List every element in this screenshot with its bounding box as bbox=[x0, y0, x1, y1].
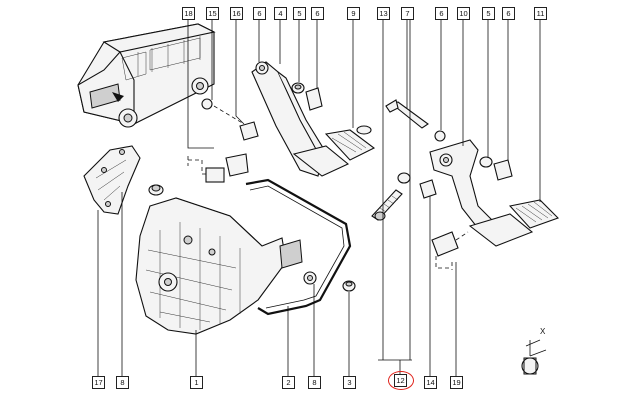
leader-lines bbox=[97, 20, 541, 376]
callout-18: 18 bbox=[182, 7, 195, 20]
callout-10: 10 bbox=[457, 7, 470, 20]
switch-part-19 bbox=[431, 231, 469, 270]
callout-4: 4 bbox=[274, 7, 287, 20]
brake-pedal-part-10 bbox=[429, 139, 560, 247]
clip-part-14 bbox=[419, 179, 437, 199]
pedal-box-housing-part-1 bbox=[135, 197, 287, 335]
spacer-parts-5-6 bbox=[291, 82, 372, 135]
switch-parts-15-16-18 bbox=[187, 98, 259, 183]
callout-7: 7 bbox=[401, 7, 414, 20]
axis-label: X bbox=[540, 327, 546, 336]
callout-2: 2 bbox=[282, 376, 295, 389]
callout-6: 6 bbox=[502, 7, 515, 20]
highlight-ring bbox=[388, 371, 414, 390]
bracket-part-17 bbox=[83, 145, 141, 215]
callout-6: 6 bbox=[435, 7, 448, 20]
callout-16: 16 bbox=[230, 7, 243, 20]
callout-11: 11 bbox=[534, 7, 547, 20]
gasket-frame-part-2 bbox=[245, 178, 352, 316]
callout-15: 15 bbox=[206, 7, 219, 20]
callout-8: 8 bbox=[308, 376, 321, 389]
callout-14: 14 bbox=[424, 376, 437, 389]
bushing-part-8 bbox=[148, 184, 164, 196]
callout-17: 17 bbox=[92, 376, 105, 389]
callout-3: 3 bbox=[343, 376, 356, 389]
spring-pin-assembly-part-12 bbox=[371, 172, 411, 221]
callout-19: 19 bbox=[450, 376, 463, 389]
callout-9: 9 bbox=[347, 7, 360, 20]
axis-indicator bbox=[521, 339, 547, 375]
callout-8: 8 bbox=[116, 376, 129, 389]
callout-6: 6 bbox=[253, 7, 266, 20]
spacer-parts-brake bbox=[434, 130, 513, 181]
cap-part-3 bbox=[342, 280, 356, 292]
callout-6: 6 bbox=[311, 7, 324, 20]
van-illustration bbox=[77, 23, 216, 128]
callout-1: 1 bbox=[190, 376, 203, 389]
callout-5: 5 bbox=[482, 7, 495, 20]
callout-13: 13 bbox=[377, 7, 390, 20]
callout-5: 5 bbox=[293, 7, 306, 20]
clutch-pedal-part-4 bbox=[251, 61, 376, 177]
